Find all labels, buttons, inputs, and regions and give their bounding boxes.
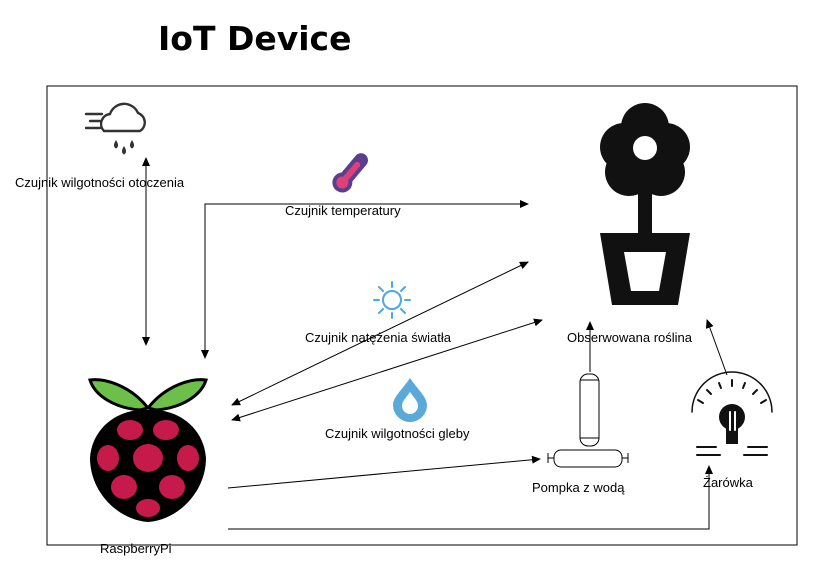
arrow-temperature-plant [201, 200, 529, 359]
label-humidity-air: Czujnik wilgotności otoczenia [15, 175, 185, 190]
raspberry-pi-logo [88, 378, 208, 522]
arrow-soil-plant [231, 318, 543, 422]
device-frame [46, 85, 798, 546]
label-raspberry: RaspberryPi [100, 541, 172, 556]
rain-cloud-icon [84, 102, 146, 155]
thermometer-icon [332, 153, 368, 193]
arrow-raspberry-bulb [228, 465, 713, 530]
label-temperature: Czujnik temperatury [285, 203, 401, 218]
label-pump: Pompka z wodą [532, 480, 625, 495]
arrow-raspberry-pump [227, 455, 541, 489]
diagram-title: IoT Device [158, 19, 352, 58]
sun-icon [373, 281, 411, 319]
arrow-bulb-plant [705, 319, 728, 376]
connectors [142, 157, 728, 530]
water-pump-cylinder-icon [547, 373, 629, 468]
label-bulb: Żarówka [703, 475, 754, 490]
label-plant: Obserwowana roślina [567, 330, 693, 345]
water-drop-icon [393, 378, 427, 422]
light-bulb-icon [691, 371, 773, 456]
flower-pot-icon [600, 103, 690, 305]
label-soil: Czujnik wilgotności gleby [325, 426, 470, 441]
label-light: Czujnik natężenia światła [305, 330, 452, 345]
